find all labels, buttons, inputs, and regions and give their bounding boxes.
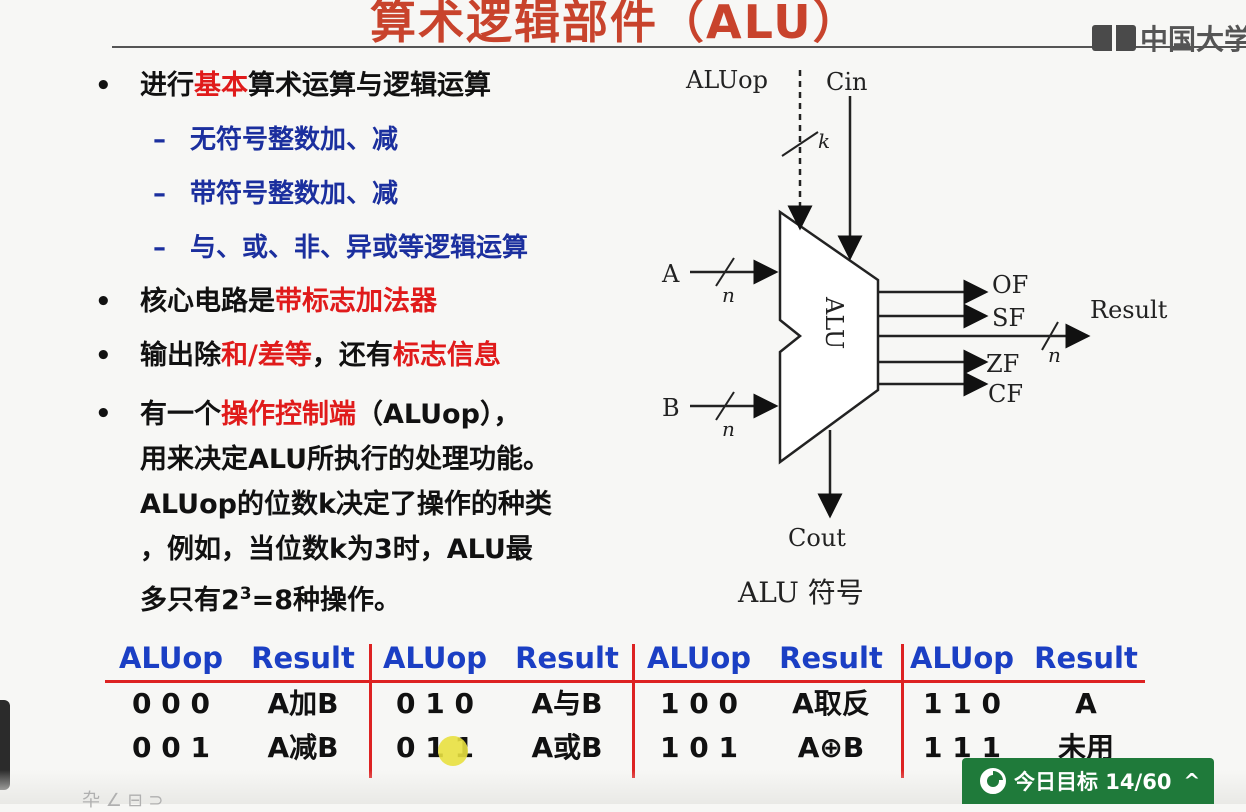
cin-label: Cin <box>826 68 868 96</box>
a-slash <box>715 257 735 287</box>
mouse-cursor-highlight <box>438 736 468 766</box>
bullet-highlight: 操作控制端 <box>221 399 356 430</box>
table-column-divider <box>369 644 372 778</box>
a-width-label: n <box>722 283 735 307</box>
table-cell: A⊕B <box>797 731 865 764</box>
aluop-table: ALUop Result ALUop Result ALUop Result A… <box>105 636 1145 778</box>
a-label: A <box>661 260 680 288</box>
bullet-text: （ALUop）， <box>356 399 521 430</box>
table-cell: A <box>1075 687 1097 720</box>
table-header: ALUop <box>382 641 488 675</box>
bullet-output: 输出除和/差等，还有标志信息 <box>95 338 635 374</box>
chevron-up-icon: ^ <box>1183 769 1201 793</box>
bullet-basic-ops: 进行基本算术运算与逻辑运算 <box>95 68 635 104</box>
table-cell: 1 0 0 <box>660 687 738 720</box>
faded-controls-text: 卆 ∠ ⊟ ⊃ <box>82 790 164 811</box>
k-slash <box>781 131 819 157</box>
side-panel-handle[interactable] <box>0 700 10 790</box>
table-row: 0 0 1 A减B 0 1 1 A或B 1 0 1 A⊕B 1 1 1 未用 <box>105 726 1145 770</box>
platform-logo: 中国大学 <box>1092 18 1246 58</box>
table-header: Result <box>1034 641 1138 675</box>
progress-ring-icon <box>980 768 1006 794</box>
table-header: ALUop <box>646 641 752 675</box>
bullet-highlight: 带标志加法器 <box>275 286 437 317</box>
table-header-row: ALUop Result ALUop Result ALUop Result A… <box>105 636 1145 682</box>
alu-diagram: ALU k ALUop Cin A n B n OF SF n Result Z… <box>650 60 1190 620</box>
bullet-text: 用来决定ALU所执行的处理功能。 <box>140 444 551 475</box>
aluop-label: ALUop <box>685 66 768 94</box>
book-icon <box>1092 25 1136 51</box>
sf-label: SF <box>992 304 1025 332</box>
k-label: k <box>818 129 830 153</box>
table-cell: 1 0 1 <box>660 731 738 764</box>
bullet-core-circuit: 核心电路是带标志加法器 <box>95 284 635 320</box>
zf-label: ZF <box>986 350 1019 378</box>
bullet-text: ，例如，当位数k为3时，ALU最 <box>140 534 533 565</box>
bullet-highlight: 标志信息 <box>392 340 501 371</box>
table-cell: 0 1 1 <box>396 731 474 764</box>
bullet-text: ALUop的位数k决定了操作的种类 <box>140 489 552 520</box>
b-width-label: n <box>722 417 735 441</box>
bullet-control: 有一个操作控制端（ALUop）， 用来决定ALU所执行的处理功能。 ALUop的… <box>95 392 635 623</box>
bullet-text: 多只有2 <box>140 585 240 616</box>
result-slash <box>1041 321 1059 351</box>
table-cell: 0 0 0 <box>132 687 210 720</box>
table-cell: A加B <box>267 687 339 720</box>
alu-body <box>778 209 880 465</box>
table-column-divider <box>901 644 904 778</box>
sub-bullet-logic: 与、或、非、异或等逻辑运算 <box>95 230 635 266</box>
alu-label: ALU <box>820 296 848 349</box>
slide-title: 算术逻辑部件（ALU） <box>370 0 861 49</box>
bullet-highlight: 和/差等 <box>221 340 312 371</box>
table-header: ALUop <box>118 641 224 675</box>
superscript: 3 <box>239 584 252 604</box>
bullet-text: ，还有 <box>311 340 393 371</box>
table-cell: A取反 <box>792 687 870 720</box>
table-cell: A与B <box>531 687 603 720</box>
result-width-label: n <box>1048 343 1061 367</box>
table-header: ALUop <box>909 641 1015 675</box>
sub-bullet-signed: 带符号整数加、减 <box>95 176 635 212</box>
bullet-highlight: 基本 <box>194 70 248 101</box>
bullet-text: 有一个 <box>140 399 221 430</box>
table-column-divider <box>632 644 635 778</box>
bullet-text: 输出除 <box>140 340 221 371</box>
bullet-text: =8种操作。 <box>251 585 402 616</box>
sub-bullet-unsigned: 无符号整数加、减 <box>95 122 635 158</box>
table-cell: 0 0 1 <box>132 731 210 764</box>
bullet-text: 进行 <box>140 70 194 101</box>
table-header-rule <box>105 680 1145 683</box>
bullet-text: 核心电路是 <box>140 286 275 317</box>
cout-label: Cout <box>788 524 846 552</box>
b-slash <box>715 391 735 421</box>
title-divider <box>112 46 1246 48</box>
table-cell: 0 1 0 <box>396 687 474 720</box>
table-row: 0 0 0 A加B 0 1 0 A与B 1 0 0 A取反 1 1 0 A <box>105 682 1145 726</box>
diagram-caption: ALU 符号 <box>737 576 864 609</box>
table-header: Result <box>779 641 883 675</box>
of-label: OF <box>992 271 1028 299</box>
result-label: Result <box>1090 296 1168 324</box>
b-label: B <box>662 394 680 422</box>
table-header: Result <box>251 641 355 675</box>
daily-goal-text: 今日目标 14/60 <box>1014 770 1172 794</box>
table-cell: 1 1 0 <box>923 687 1001 720</box>
table-cell: A减B <box>267 731 339 764</box>
daily-goal-button[interactable]: 今日目标 14/60 ^ <box>962 758 1214 804</box>
bullet-list: 进行基本算术运算与逻辑运算 无符号整数加、减 带符号整数加、减 与、或、非、异或… <box>95 68 635 641</box>
logo-text: 中国大学 <box>1140 23 1246 56</box>
alu-symbol-svg: ALU k ALUop Cin A n B n OF SF n Result Z… <box>661 66 1168 609</box>
cf-label: CF <box>988 380 1023 408</box>
table-cell: A或B <box>531 731 603 764</box>
bullet-text: 算术运算与逻辑运算 <box>248 70 491 101</box>
table-header: Result <box>515 641 619 675</box>
